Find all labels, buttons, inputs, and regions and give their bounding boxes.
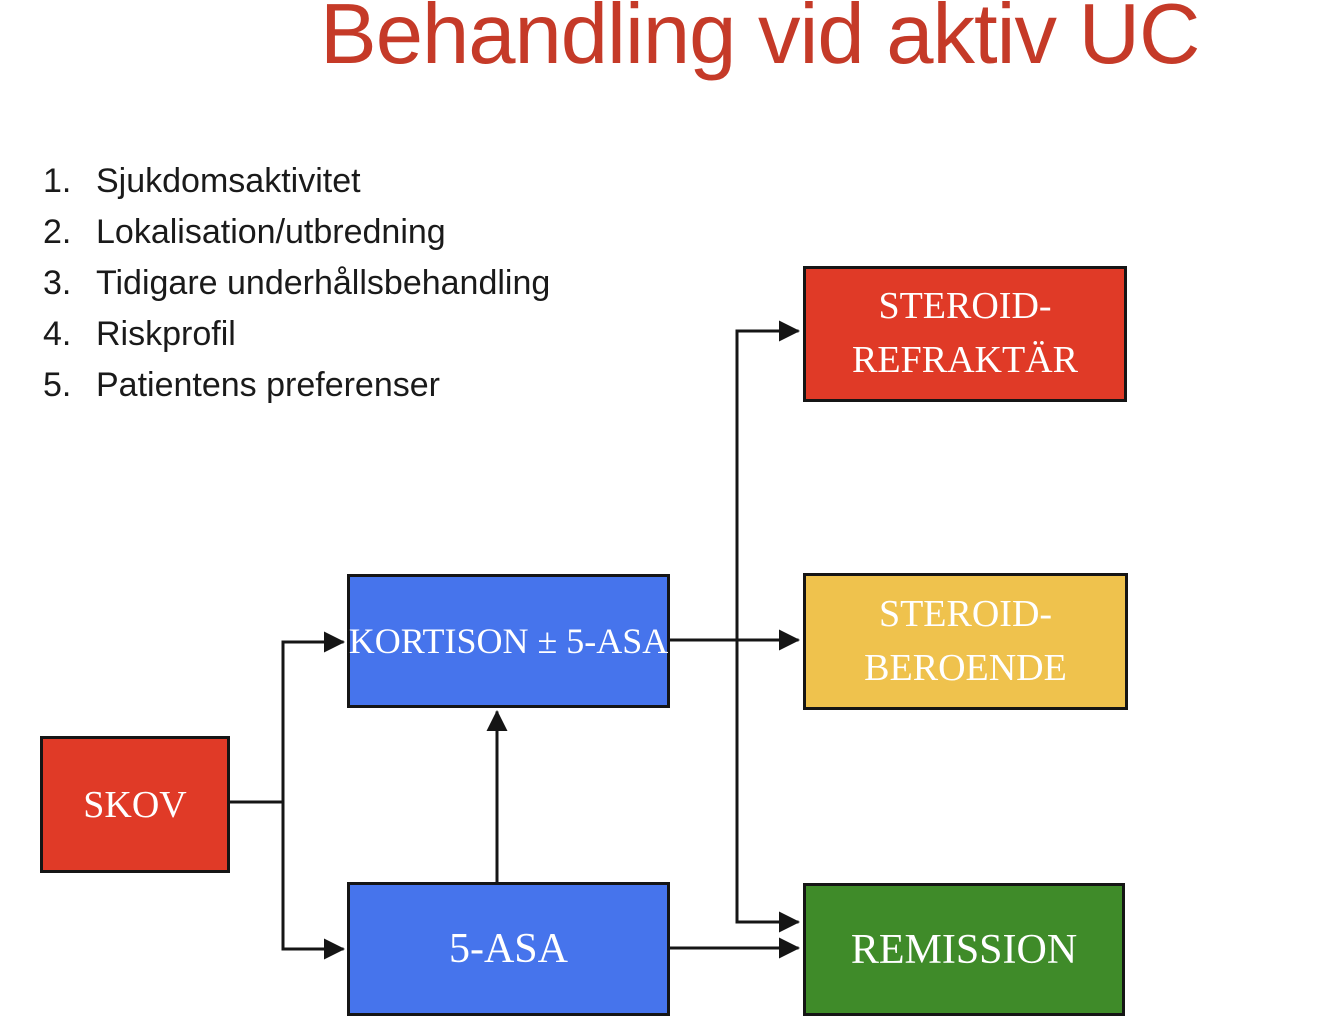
flow-box-5asa: 5-ASA: [347, 882, 670, 1016]
list-item: 3. Tidigare underhållsbehandling: [43, 258, 550, 309]
list-item-text: Sjukdomsaktivitet: [96, 162, 361, 200]
list-item-text: Tidigare underhållsbehandling: [96, 264, 551, 302]
flow-box-skov: SKOV: [40, 736, 230, 873]
flow-box-label: REMISSION: [850, 926, 1078, 973]
flow-box-label-line1: STEROID-: [878, 592, 1053, 635]
list-item-number: 1.: [43, 162, 72, 200]
list-item-text: Riskprofil: [96, 315, 236, 353]
flow-box-remission: REMISSION: [803, 883, 1125, 1016]
list-item-text: Lokalisation/utbredning: [96, 213, 446, 251]
list-item-number: 4.: [43, 315, 72, 353]
flow-box-steroid-beroende: STEROID- BEROENDE: [803, 573, 1128, 710]
flow-box-label: SKOV: [83, 783, 187, 826]
flow-box-label: KORTISON ± 5-ASA: [348, 621, 669, 661]
list-item: 5. Patientens preferenser: [43, 360, 550, 411]
list-item-number: 3.: [43, 264, 72, 302]
list-item: 1. Sjukdomsaktivitet: [43, 156, 550, 207]
list-item-text: Patientens preferenser: [96, 366, 440, 404]
list-item: 4. Riskprofil: [43, 309, 550, 360]
flow-box-label: 5-ASA: [448, 926, 568, 972]
flow-box-label-line2: REFRAKTÄR: [852, 339, 1078, 381]
flow-box-label-line2: BEROENDE: [864, 646, 1067, 689]
list-item-number: 2.: [43, 213, 72, 251]
factor-list: 1. Sjukdomsaktivitet 2. Lokalisation/utb…: [43, 156, 550, 411]
slide-title: Behandling vid aktiv UC: [320, 0, 1200, 82]
flow-box-label-line1: STEROID-: [878, 285, 1052, 328]
flow-box-steroid-refraktar: STEROID- REFRAKTÄR: [803, 266, 1127, 402]
list-item-number: 5.: [43, 366, 72, 404]
list-item: 2. Lokalisation/utbredning: [43, 207, 550, 258]
flow-box-kortison: KORTISON ± 5-ASA: [347, 574, 670, 708]
